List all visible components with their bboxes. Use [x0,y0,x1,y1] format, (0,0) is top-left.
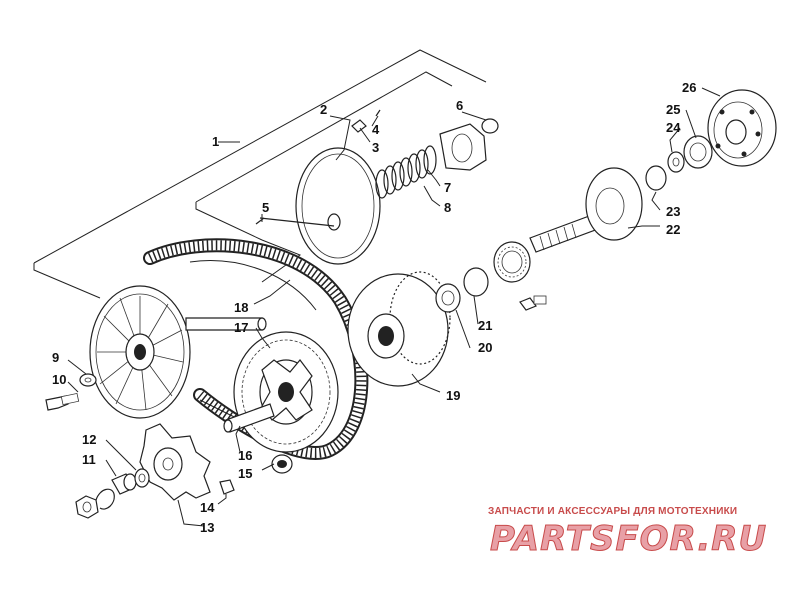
ball-bearing [493,241,531,283]
driven-clutch [223,331,339,453]
washer-15 [271,454,293,474]
movable-sheave-13 [139,423,211,501]
needle-bearing-25 [683,135,713,169]
washer-9 [79,373,97,387]
label-part-25: 25 [666,102,680,117]
bolt-10 [45,392,80,411]
label-part-14: 14 [200,500,215,515]
label-part-16: 16 [238,448,252,463]
label-part-5: 5 [262,200,269,215]
washer-12 [134,468,150,488]
label-part-24: 24 [666,120,681,135]
label-part-26: 26 [682,80,696,95]
label-part-17: 17 [234,320,248,335]
label-part-23: 23 [666,204,680,219]
label-part-3: 3 [372,140,379,155]
label-part-21: 21 [478,318,492,333]
part-labels: 1 2 3 4 5 6 7 8 9 10 11 12 13 14 15 16 1… [52,80,696,535]
screw-4 [375,109,381,117]
compression-spring-8 [375,145,437,199]
label-part-2: 2 [320,102,327,117]
watermark-logo-text: PARTSFOR.RU [490,519,767,558]
watermark-caption: ЗАПЧАСТИ И АКСЕССУАРЫ ДЛЯ МОТОТЕХНИКИ [488,506,738,517]
clip-14 [219,479,235,495]
spring-cover-disc [259,147,381,265]
bushing-24 [667,151,685,173]
label-part-22: 22 [666,222,680,237]
snap-ring-23 [645,165,667,191]
watermark-logo: PARTSFOR.RU [490,519,767,559]
label-part-6: 6 [456,98,463,113]
driven-pulley-19 [347,271,451,387]
bolt-small [519,295,547,311]
spring-cup-7 [439,123,487,171]
label-part-12: 12 [82,432,96,447]
clip-3 [351,119,367,133]
one-way-clutch-26 [707,89,777,167]
label-part-20: 20 [478,340,492,355]
label-part-10: 10 [52,372,66,387]
label-part-18: 18 [234,300,248,315]
label-part-1: 1 [212,134,219,149]
label-part-13: 13 [200,520,214,535]
label-part-11: 11 [82,452,96,467]
label-part-4: 4 [372,122,380,137]
label-part-8: 8 [444,200,451,215]
ring-21 [463,267,489,297]
label-part-19: 19 [446,388,460,403]
assembly-bracket-lines [33,49,487,299]
label-part-9: 9 [52,350,59,365]
bushing-11 [111,473,137,495]
drive-sheave-fixed [89,285,267,419]
label-part-7: 7 [444,180,451,195]
output-shaft-22 [529,167,643,253]
pin-5 [255,217,265,225]
label-part-15: 15 [238,466,252,481]
seal-20 [435,283,461,313]
leader-lines [67,87,721,527]
retaining-ring-6 [481,118,499,134]
snap-ring [95,488,115,510]
nut [75,495,99,519]
